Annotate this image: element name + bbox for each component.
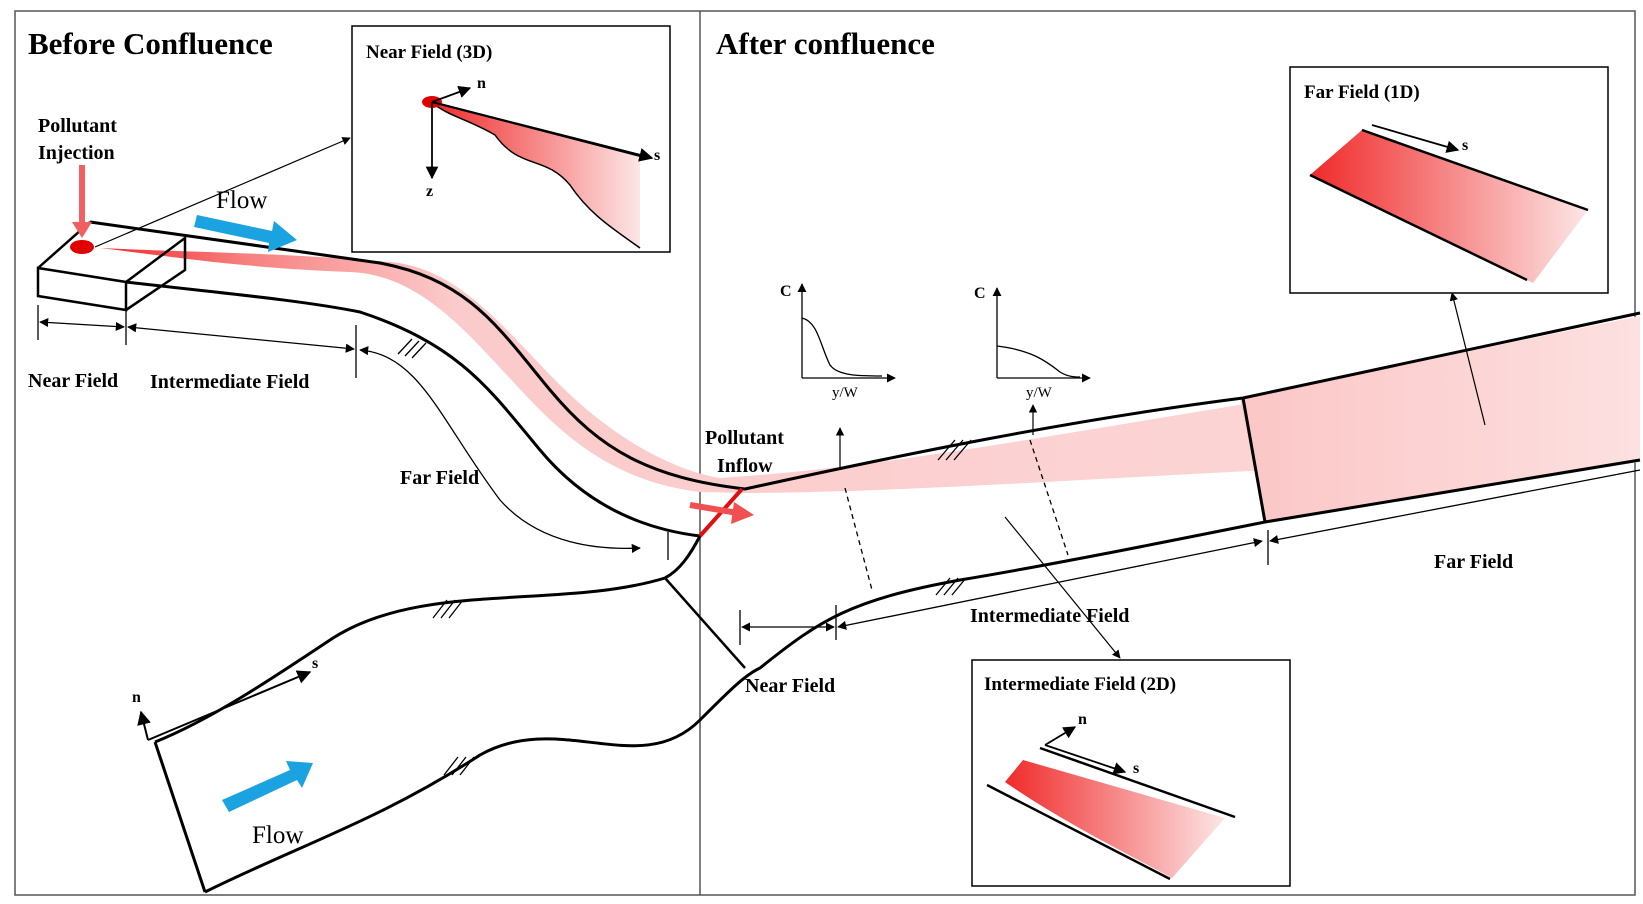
near-field-label-right: Near Field: [745, 675, 835, 697]
pollutant-injection-label-line1: Pollutant: [38, 115, 117, 137]
near-field-axis-z-label: z: [426, 183, 433, 200]
after-confluence-title: After confluence: [716, 26, 935, 61]
pollutant-plume: [100, 248, 1640, 522]
main-channel: [89, 220, 1641, 894]
dimension-lines: [37, 305, 1641, 645]
profile-1-c-label: C: [780, 283, 792, 300]
pollutant-injection-label-line2: Injection: [38, 142, 115, 164]
far-field-label-left: Far Field: [400, 467, 479, 489]
concentration-profile-2: [992, 287, 1091, 383]
near-field-axis-n-label: n: [477, 75, 486, 92]
intermediate-field-axis-s-label: s: [1133, 760, 1139, 777]
near-field-box: [36, 221, 187, 312]
flow-arrow-top: [194, 215, 297, 252]
far-field-label-right: Far Field: [1434, 551, 1513, 573]
pollutant-injection-marker: [70, 165, 94, 254]
far-field-axis-s-label: s: [1462, 137, 1468, 154]
concentration-profile-1: [797, 283, 896, 383]
profile-1-x-label: y/W: [832, 385, 859, 401]
pollutant-inflow-label-line1: Pollutant: [705, 427, 784, 449]
intermediate-field-label-left: Intermediate Field: [150, 371, 309, 393]
flow-label-top: Flow: [216, 187, 267, 214]
near-field-label-left: Near Field: [28, 370, 118, 392]
inset-connectors: [94, 137, 1486, 659]
inset-near-field-title: Near Field (3D): [366, 42, 492, 63]
channel-axis-n-label: n: [132, 689, 141, 706]
near-field-axis-s-label: s: [654, 147, 660, 164]
inset-far-field-1d: Far Field (1D) s: [1289, 66, 1609, 294]
inset-far-field-title: Far Field (1D): [1304, 82, 1420, 103]
inset-intermediate-field-title: Intermediate Field (2D): [984, 674, 1176, 695]
pollutant-inflow-arrow: [689, 502, 754, 524]
inset-near-field-3d: Near Field (3D) n s z: [351, 25, 671, 253]
channel-axes: [137, 670, 312, 741]
channel-axis-s-label: s: [312, 655, 318, 672]
profile-2-x-label: y/W: [1026, 385, 1053, 401]
flow-label-bottom: Flow: [252, 822, 303, 849]
bank-hatches: [397, 338, 972, 776]
intermediate-field-axis-n-label: n: [1078, 711, 1087, 728]
intermediate-field-label-right: Intermediate Field: [970, 605, 1129, 627]
profile-2-c-label: C: [974, 285, 986, 302]
flow-arrow-bottom: [222, 761, 313, 812]
before-confluence-title: Before Confluence: [28, 26, 273, 61]
pollutant-inflow-label-line2: Inflow: [717, 455, 773, 477]
inset-intermediate-field-2d: Intermediate Field (2D) n s: [971, 659, 1291, 887]
